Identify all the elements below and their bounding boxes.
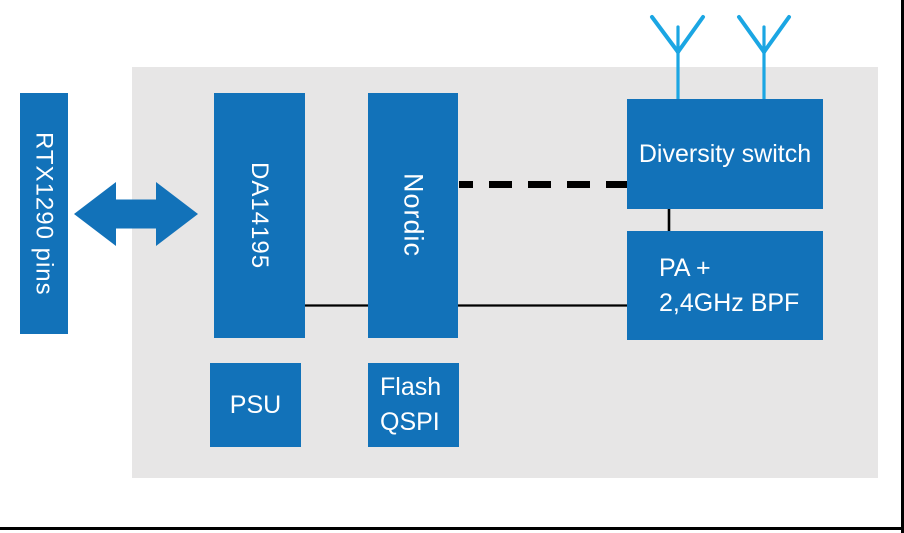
node-flash-qspi-label: Flash QSPI [380, 370, 441, 440]
bottom-border-line [0, 527, 904, 530]
node-diversity-switch: Diversity switch [627, 99, 823, 209]
node-pa-bpf-line1: PA + [659, 253, 711, 282]
node-psu: PSU [210, 363, 301, 447]
node-nordic-label: Nordic [398, 173, 429, 258]
node-flash-qspi-line1: Flash [380, 373, 442, 401]
right-border-line [901, 0, 904, 533]
node-flash-qspi-line2: QSPI [380, 408, 440, 436]
node-psu-label: PSU [229, 390, 282, 419]
node-nordic: Nordic [368, 93, 458, 338]
node-pa-bpf-label: PA + 2,4GHz BPF [659, 251, 799, 321]
node-rtx1290-pins-label: RTX1290 pins [30, 131, 58, 296]
node-pa-bpf: PA + 2,4GHz BPF [627, 231, 823, 340]
node-da14195-label: DA14195 [246, 161, 273, 270]
node-rtx1290-pins: RTX1290 pins [20, 93, 68, 334]
node-da14195: DA14195 [214, 93, 305, 338]
node-flash-qspi: Flash QSPI [368, 363, 459, 447]
node-pa-bpf-line2: 2,4GHz BPF [659, 288, 800, 317]
node-diversity-switch-label: Diversity switch [638, 139, 812, 168]
